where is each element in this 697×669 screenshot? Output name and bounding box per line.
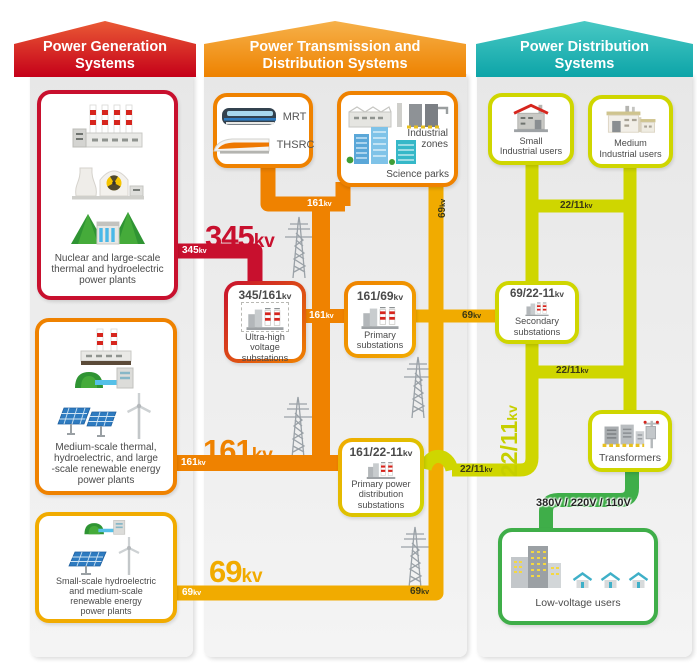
card-label: Low-voltage users: [535, 596, 621, 609]
house-icon: [628, 572, 649, 589]
line-label-low-voltage: 380V / 220V / 110V: [536, 497, 631, 509]
card-small-scale-plants: Small-scale hydroelectric and medium-sca…: [35, 512, 177, 623]
science-park-icon: [346, 127, 416, 165]
line-label-2211kv: 22/11kv: [560, 200, 593, 211]
card-transformers: Transformers: [588, 410, 672, 472]
card-secondary-substations: 69/22-11kv Secondary substations: [495, 281, 579, 344]
transformer-icon: [602, 420, 660, 448]
solar-panel-icon: [57, 407, 117, 437]
card-industrial-zones: Industrial zones Science parks: [337, 91, 458, 187]
card-label: Medium Industrial users: [599, 138, 662, 159]
voltage-label-161kv: 161kv: [203, 433, 273, 468]
industrial-building-icon: [606, 106, 655, 133]
line-label-161kv: 161kv: [181, 457, 206, 468]
card-label: Nuclear and large-scale thermal and hydr…: [51, 252, 164, 287]
substation-icon-frame: [241, 302, 289, 332]
substation-icon: [520, 300, 554, 316]
banner-text: Power Distribution: [520, 38, 649, 55]
hydro-plant-icon: [84, 520, 126, 535]
wind-turbine-icon: [118, 536, 140, 575]
voltage-title: 161/22-11kv: [349, 445, 413, 459]
nuclear-plant-icon: [71, 167, 144, 200]
card-medium-industrial-users: Medium Industrial users: [588, 95, 673, 168]
line-345kv: [177, 243, 263, 284]
line-label-69kv: 69kv: [182, 587, 202, 598]
city-buildings-icon: [511, 546, 561, 589]
line-label-2211kv: 22/11kv: [460, 464, 493, 475]
voltage-title: 161/69kv: [356, 288, 404, 303]
wind-turbine-icon: [126, 392, 152, 439]
metro-train-icon: [221, 108, 276, 126]
hydro-plant-icon: [75, 367, 134, 389]
card-primary-substations: 161/69kv Primary substations: [344, 281, 416, 358]
solar-panel-icon: [68, 551, 107, 575]
card-label: Small Industrial users: [499, 135, 563, 156]
card-label-science-parks: Science parks: [386, 169, 449, 180]
card-label: Primary substations: [356, 329, 404, 351]
hsr-train-icon: [212, 138, 270, 154]
line-label-69kv: 69kv: [410, 586, 430, 597]
card-label-industrial-zones: Industrial zones: [407, 128, 448, 150]
dam-icon: [70, 212, 145, 245]
card-label: Transformers: [598, 451, 662, 464]
card-label: Small-scale hydroelectric and medium-sca…: [55, 575, 157, 616]
voltage-label-69kv: 69kv: [209, 554, 263, 589]
line-label-345kv: 345kv: [182, 245, 207, 256]
rail-label-thsrc: THSRC: [276, 138, 315, 151]
industrial-zone-icon: [348, 103, 449, 129]
line-label-69kv: 69kv: [437, 198, 448, 218]
banner-text: Systems: [75, 55, 135, 72]
pylon-icon: [403, 356, 433, 419]
card-label: Ultra-high voltage substations: [241, 332, 289, 363]
card-low-voltage-users: Low-voltage users: [498, 528, 658, 625]
line-label-161kv: 161kv: [309, 310, 334, 321]
line-label-2211kv: 22/11kv: [556, 365, 589, 376]
substation-icon: [360, 303, 400, 329]
voltage-label-2211kv: 22/11kv: [496, 405, 522, 477]
pylon-icon: [283, 396, 313, 459]
banner-text: Distribution Systems: [262, 55, 408, 72]
card-primary-power-distribution-substations: 161/22-11kv Primary power distribution s…: [338, 438, 424, 517]
house-icon: [572, 572, 593, 589]
pylon-icon: [284, 216, 314, 279]
house-icon: [600, 572, 621, 589]
card-label: Secondary substations: [513, 316, 561, 337]
line-2211-secondary: [452, 343, 539, 477]
line-2211-bump: [418, 449, 459, 473]
pylon-icon: [400, 526, 430, 589]
card-medium-scale-plants: Medium-scale thermal, hydroelectric, and…: [35, 318, 177, 495]
voltage-title: 345/161kv: [238, 288, 292, 302]
card-rail-users: MRT THSRC: [212, 93, 315, 168]
rail-label-mrt: MRT: [282, 111, 307, 124]
substation-icon: [245, 304, 285, 330]
voltage-title: 69/22-11kv: [510, 288, 564, 300]
card-label: Medium-scale thermal, hydroelectric, and…: [51, 441, 161, 487]
thermal-plant-icon: [80, 328, 132, 365]
card-label: Primary power distribution substations: [351, 479, 411, 510]
line-label-69kv: 69kv: [462, 310, 482, 321]
thermal-plant-icon: [72, 105, 142, 148]
substation-icon: [361, 459, 401, 479]
small-factory-icon: [513, 103, 549, 132]
card-small-industrial-users: Small Industrial users: [488, 93, 574, 165]
banner-text: Systems: [554, 55, 615, 72]
line-low-voltage: [539, 471, 639, 531]
card-ultra-high-voltage-substations: 345/161kv Ultra-high voltage substations: [224, 281, 306, 363]
line-label-161kv: 161kv: [307, 198, 332, 209]
voltage-label-345kv: 345kv: [205, 219, 275, 254]
banner-text: Power Generation: [42, 38, 168, 55]
banner-text: Power Transmission and: [249, 38, 421, 55]
card-nuclear-large-scale-plants: Nuclear and large-scale thermal and hydr…: [37, 90, 178, 300]
